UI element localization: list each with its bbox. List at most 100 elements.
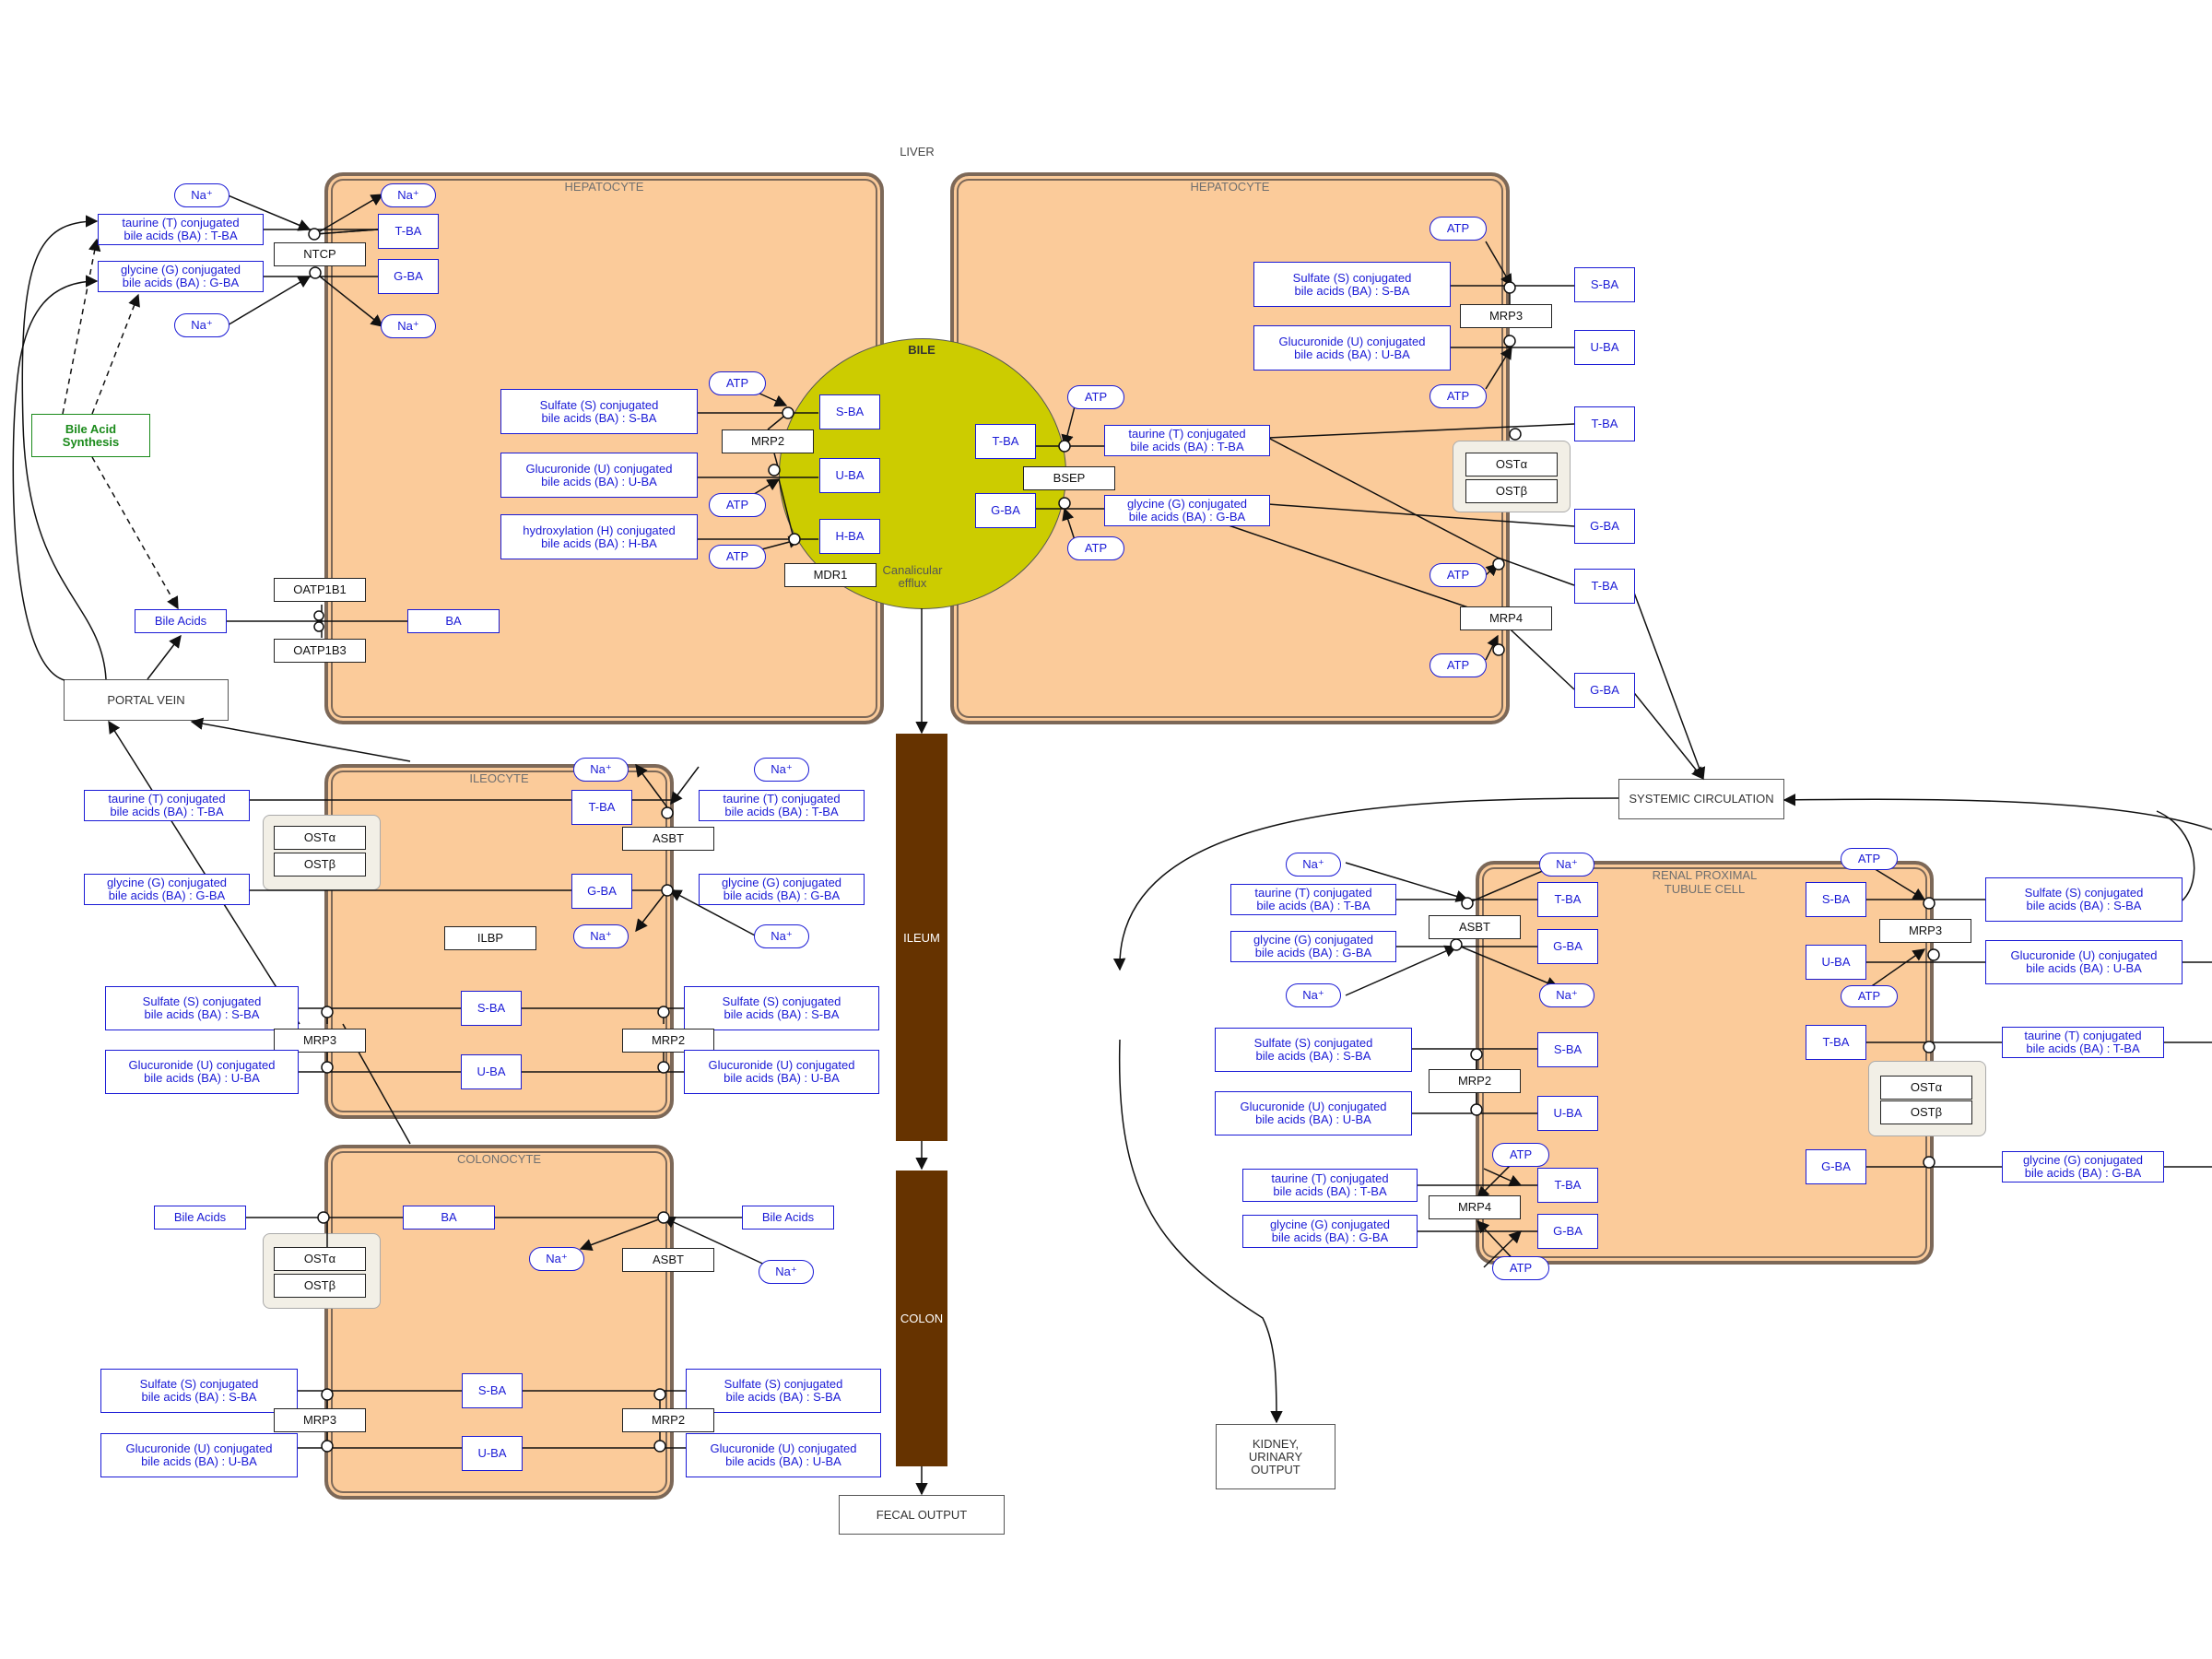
- sodium-ion-renal-top-right: Na⁺: [1539, 853, 1594, 877]
- ostb-colonocyte: OSTβ: [274, 1274, 366, 1298]
- taurine-conjugated-ba-portal: taurine (T) conjugated bile acids (BA) :…: [98, 214, 264, 245]
- mrp2-ileocyte: MRP2: [622, 1029, 714, 1053]
- taurine-conjugated-ba-renal-right: taurine (T) conjugated bile acids (BA) :…: [2002, 1027, 2164, 1058]
- ostb-ileocyte: OSTβ: [274, 853, 366, 877]
- sodium-ion-colon: Na⁺: [759, 1260, 814, 1284]
- sodium-ion-hepatocyte-bottom: Na⁺: [381, 314, 436, 338]
- taurine-conjugated-ba-hepatocyte-right: taurine (T) conjugated bile acids (BA) :…: [1104, 425, 1270, 456]
- ostb-renal: OSTβ: [1880, 1100, 1972, 1124]
- sulfate-conjugated-ba-portal-ileum: Sulfate (S) conjugated bile acids (BA) :…: [105, 986, 299, 1030]
- uba-ileocyte: U-BA: [461, 1054, 522, 1089]
- bile-acids-portal: Bile Acids: [135, 609, 227, 633]
- tba-systemic-liver: T-BA: [1574, 406, 1635, 441]
- sba-bile: S-BA: [819, 394, 880, 429]
- sodium-ion-hepatocyte-top: Na⁺: [381, 183, 436, 207]
- osta-colonocyte: OSTα: [274, 1247, 366, 1271]
- tba-renal-left: T-BA: [1537, 882, 1598, 917]
- sodium-ion-ileocyte-top: Na⁺: [573, 758, 629, 782]
- atp-mrp3-bottom: ATP: [1430, 384, 1487, 408]
- taurine-conjugated-ba-renal-left: taurine (T) conjugated bile acids (BA) :…: [1230, 884, 1396, 915]
- gba-renal-right: G-BA: [1806, 1149, 1866, 1184]
- tba-ileocyte: T-BA: [571, 790, 632, 825]
- glucuronide-conjugated-ba-colon: Glucuronide (U) conjugated bile acids (B…: [686, 1433, 881, 1477]
- sodium-ion-renal-bottom-left: Na⁺: [1286, 983, 1341, 1007]
- sulfate-conjugated-ba-hepatocyte: Sulfate (S) conjugated bile acids (BA) :…: [500, 389, 698, 434]
- asbt-renal: ASBT: [1429, 915, 1521, 939]
- ileocyte-label: ILEOCYTE: [469, 771, 529, 785]
- atp-renal-mrp3-bottom: ATP: [1841, 985, 1898, 1007]
- tba-renal-right: T-BA: [1806, 1025, 1866, 1060]
- glycine-conjugated-ba-portal: glycine (G) conjugated bile acids (BA) :…: [98, 261, 264, 292]
- atp-bsep-top: ATP: [1067, 385, 1124, 409]
- kidney-urinary-output-box: KIDNEY, URINARY OUTPUT: [1216, 1424, 1335, 1489]
- uba-bile: U-BA: [819, 458, 880, 493]
- glucuronide-conjugated-ba-hepatocyte: Glucuronide (U) conjugated bile acids (B…: [500, 453, 698, 498]
- uba-systemic-liver: U-BA: [1574, 330, 1635, 365]
- bile-label: BILE: [908, 343, 935, 357]
- glycine-conjugated-ba-portal-ileum: glycine (G) conjugated bile acids (BA) :…: [84, 874, 250, 905]
- atp-mrp4-bottom: ATP: [1430, 653, 1487, 677]
- sulfate-conjugated-ba-portal-colon: Sulfate (S) conjugated bile acids (BA) :…: [100, 1369, 298, 1413]
- sulfate-conjugated-ba-hepatocyte-right: Sulfate (S) conjugated bile acids (BA) :…: [1253, 262, 1451, 307]
- sulfate-conjugated-ba-ileum: Sulfate (S) conjugated bile acids (BA) :…: [684, 986, 879, 1030]
- bile-acids-portal-colon: Bile Acids: [154, 1206, 246, 1230]
- portal-vein-box: PORTAL VEIN: [64, 679, 229, 721]
- atp-mrp4-top: ATP: [1430, 563, 1487, 587]
- osta-renal: OSTα: [1880, 1076, 1972, 1100]
- taurine-conjugated-ba-portal-ileum: taurine (T) conjugated bile acids (BA) :…: [84, 790, 250, 821]
- mrp3-colonocyte: MRP3: [274, 1408, 366, 1432]
- hepatocyte-label-right: HEPATOCYTE: [1190, 180, 1270, 194]
- tba-systemic-mrp4: T-BA: [1574, 569, 1635, 604]
- gba-systemic-liver: G-BA: [1574, 509, 1635, 544]
- taurine-conjugated-ba-ileum: taurine (T) conjugated bile acids (BA) :…: [699, 790, 865, 821]
- glucuronide-conjugated-ba-hepatocyte-right: Glucuronide (U) conjugated bile acids (B…: [1253, 325, 1451, 371]
- gba-systemic-mrp4: G-BA: [1574, 673, 1635, 708]
- mrp2-colonocyte: MRP2: [622, 1408, 714, 1432]
- hepatocyte-label-left: HEPATOCYTE: [564, 180, 644, 194]
- sodium-ion-ileocyte-bottom: Na⁺: [573, 924, 629, 948]
- mdr1-transporter: MDR1: [784, 563, 877, 587]
- mrp2-renal: MRP2: [1429, 1069, 1521, 1093]
- atp-bsep-bottom: ATP: [1067, 536, 1124, 560]
- hba-bile: H-BA: [819, 519, 880, 554]
- atp-renal-mrp4-bottom: ATP: [1492, 1256, 1549, 1280]
- liver-label: LIVER: [900, 145, 935, 159]
- renal-label: RENAL PROXIMAL TUBULE CELL: [1652, 868, 1758, 896]
- sodium-ion-renal-top-left: Na⁺: [1286, 853, 1341, 877]
- sba-colonocyte: S-BA: [462, 1373, 523, 1408]
- mrp4-renal: MRP4: [1429, 1195, 1521, 1219]
- ileum-compartment: ILEUM: [896, 734, 947, 1141]
- atp-renal-mrp3-top: ATP: [1841, 848, 1898, 870]
- sodium-ion-ileum-bottom: Na⁺: [754, 924, 809, 948]
- tba-bile: T-BA: [975, 424, 1036, 459]
- gba-renal-left: G-BA: [1537, 929, 1598, 964]
- atp-mdr1: ATP: [709, 545, 766, 569]
- glycine-conjugated-ba-renal-left: glycine (G) conjugated bile acids (BA) :…: [1230, 931, 1396, 962]
- oatp1b1-transporter: OATP1B1: [274, 578, 366, 602]
- glucuronide-conjugated-ba-portal-ileum: Glucuronide (U) conjugated bile acids (B…: [105, 1050, 299, 1094]
- sulfate-conjugated-ba-renal-right: Sulfate (S) conjugated bile acids (BA) :…: [1985, 877, 2183, 922]
- uba-renal-right: U-BA: [1806, 945, 1866, 980]
- uba-renal-left: U-BA: [1537, 1096, 1598, 1131]
- gba-bile: G-BA: [975, 493, 1036, 528]
- fecal-output-box: FECAL OUTPUT: [839, 1495, 1005, 1535]
- bsep-transporter: BSEP: [1023, 466, 1115, 490]
- osta-ileocyte: OSTα: [274, 826, 366, 850]
- atp-mrp3-top: ATP: [1430, 217, 1487, 241]
- colon-compartment: COLON: [896, 1171, 947, 1466]
- sodium-ion-colonocyte: Na⁺: [529, 1247, 584, 1271]
- ostb-hepatocyte: OSTβ: [1465, 479, 1558, 503]
- taurine-conjugated-ba-renal-mrp4: taurine (T) conjugated bile acids (BA) :…: [1242, 1169, 1418, 1202]
- atp-renal-mrp4-top: ATP: [1492, 1143, 1549, 1167]
- oatp1b3-transporter: OATP1B3: [274, 639, 366, 663]
- mrp3-hepatocyte: MRP3: [1460, 304, 1552, 328]
- sodium-ion-renal-bottom-right: Na⁺: [1539, 983, 1594, 1007]
- sba-renal-left: S-BA: [1537, 1032, 1598, 1067]
- sba-systemic-liver: S-BA: [1574, 267, 1635, 302]
- glucuronide-conjugated-ba-renal-left: Glucuronide (U) conjugated bile acids (B…: [1215, 1091, 1412, 1135]
- colonocyte-label: COLONOCYTE: [456, 1152, 541, 1166]
- glycine-conjugated-ba-renal-mrp4: glycine (G) conjugated bile acids (BA) :…: [1242, 1215, 1418, 1248]
- gba-hepatocyte: G-BA: [378, 259, 439, 294]
- mrp4-hepatocyte: MRP4: [1460, 606, 1552, 630]
